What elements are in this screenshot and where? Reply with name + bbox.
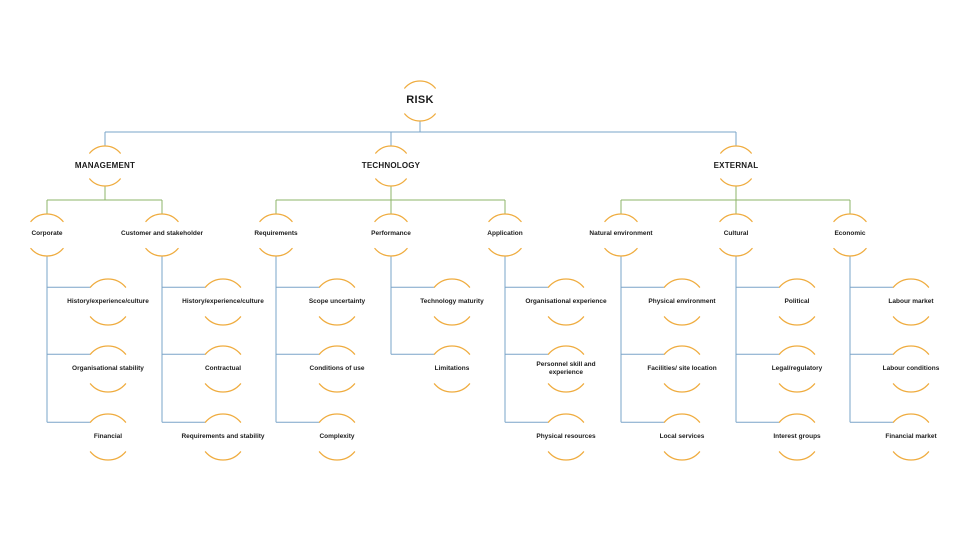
arc-external bbox=[720, 145, 752, 187]
node-labour-conditions: Labour conditions bbox=[882, 365, 940, 372]
node-personnel-skill-and-experience: Personnel skill and experience bbox=[536, 361, 596, 376]
arc-technology bbox=[375, 145, 407, 187]
arc-requirements bbox=[259, 213, 293, 257]
node-conditions-of-use: Conditions of use bbox=[309, 365, 365, 372]
node-local-services: Local services bbox=[659, 433, 705, 440]
arc-customer-and-stakeholder bbox=[145, 213, 179, 257]
arc-interest-groups bbox=[778, 413, 816, 461]
arc-physical-resources bbox=[547, 413, 585, 461]
arc-performance bbox=[374, 213, 408, 257]
connector-root-to-branches bbox=[104, 121, 737, 146]
node-scope-uncertainty: Scope uncertainty bbox=[308, 298, 366, 305]
arc-facilities-site-location bbox=[663, 345, 701, 393]
arc-physical-environment bbox=[663, 278, 701, 326]
arc-labour-conditions bbox=[892, 345, 930, 393]
arc-history-experience-culture-customer bbox=[204, 278, 242, 326]
arc-financial bbox=[89, 413, 127, 461]
arc-local-services bbox=[663, 413, 701, 461]
arc-financial-market bbox=[892, 413, 930, 461]
node-performance: Performance bbox=[371, 230, 411, 237]
node-external: EXTERNAL bbox=[713, 161, 759, 170]
arc-application bbox=[488, 213, 522, 257]
arc-scope-uncertainty bbox=[318, 278, 356, 326]
node-corporate: Corporate bbox=[31, 230, 63, 237]
node-technology-maturity: Technology maturity bbox=[420, 298, 484, 305]
arc-risk bbox=[404, 80, 436, 122]
node-risk: RISK bbox=[406, 94, 434, 106]
arc-legal-regulatory bbox=[778, 345, 816, 393]
node-requirements-and-stability: Requirements and stability bbox=[181, 433, 265, 440]
arc-conditions-of-use bbox=[318, 345, 356, 393]
arc-cultural bbox=[719, 213, 753, 257]
node-limitations: Limitations bbox=[434, 365, 470, 372]
node-natural-environment: Natural environment bbox=[589, 230, 653, 237]
node-facilities-site-location: Facilities/ site location bbox=[647, 365, 717, 372]
node-legal-regulatory: Legal/regulatory bbox=[771, 365, 823, 372]
arc-contractual bbox=[204, 345, 242, 393]
node-history-experience-culture-corporate: History/experience/culture bbox=[67, 298, 149, 305]
arc-requirements-and-stability bbox=[204, 413, 242, 461]
connector-categories-to-leaves bbox=[46, 256, 894, 423]
node-contractual: Contractual bbox=[204, 365, 242, 372]
node-financial: Financial bbox=[93, 433, 123, 440]
arc-complexity bbox=[318, 413, 356, 461]
node-labour-market: Labour market bbox=[888, 298, 934, 305]
arc-technology-maturity bbox=[433, 278, 471, 326]
arc-personnel-skill-and-experience bbox=[547, 345, 585, 393]
node-interest-groups: Interest groups bbox=[773, 433, 821, 440]
node-customer-and-stakeholder: Customer and stakeholder bbox=[121, 230, 203, 237]
node-complexity: Complexity bbox=[319, 433, 355, 440]
node-political: Political bbox=[784, 298, 810, 305]
arc-political bbox=[778, 278, 816, 326]
node-organisational-experience: Organisational experience bbox=[525, 298, 607, 305]
arc-history-experience-culture-corporate bbox=[89, 278, 127, 326]
arc-organisational-stability bbox=[89, 345, 127, 393]
arc-natural-environment bbox=[604, 213, 638, 257]
connector-branches-to-categories bbox=[46, 186, 851, 214]
arc-limitations bbox=[433, 345, 471, 393]
arc-corporate bbox=[30, 213, 64, 257]
node-physical-resources: Physical resources bbox=[536, 433, 596, 440]
node-cultural: Cultural bbox=[723, 230, 749, 237]
arc-labour-market bbox=[892, 278, 930, 326]
node-economic: Economic bbox=[834, 230, 866, 237]
arc-organisational-experience bbox=[547, 278, 585, 326]
node-organisational-stability: Organisational stability bbox=[72, 365, 144, 372]
node-physical-environment: Physical environment bbox=[648, 298, 716, 305]
node-requirements: Requirements bbox=[254, 230, 298, 237]
node-management: MANAGEMENT bbox=[74, 161, 136, 170]
node-application: Application bbox=[487, 230, 523, 237]
node-history-experience-culture-customer: History/experience/culture bbox=[182, 298, 264, 305]
node-financial-market: Financial market bbox=[885, 433, 937, 440]
arc-economic bbox=[833, 213, 867, 257]
arc-management bbox=[89, 145, 121, 187]
node-technology: TECHNOLOGY bbox=[361, 161, 421, 170]
